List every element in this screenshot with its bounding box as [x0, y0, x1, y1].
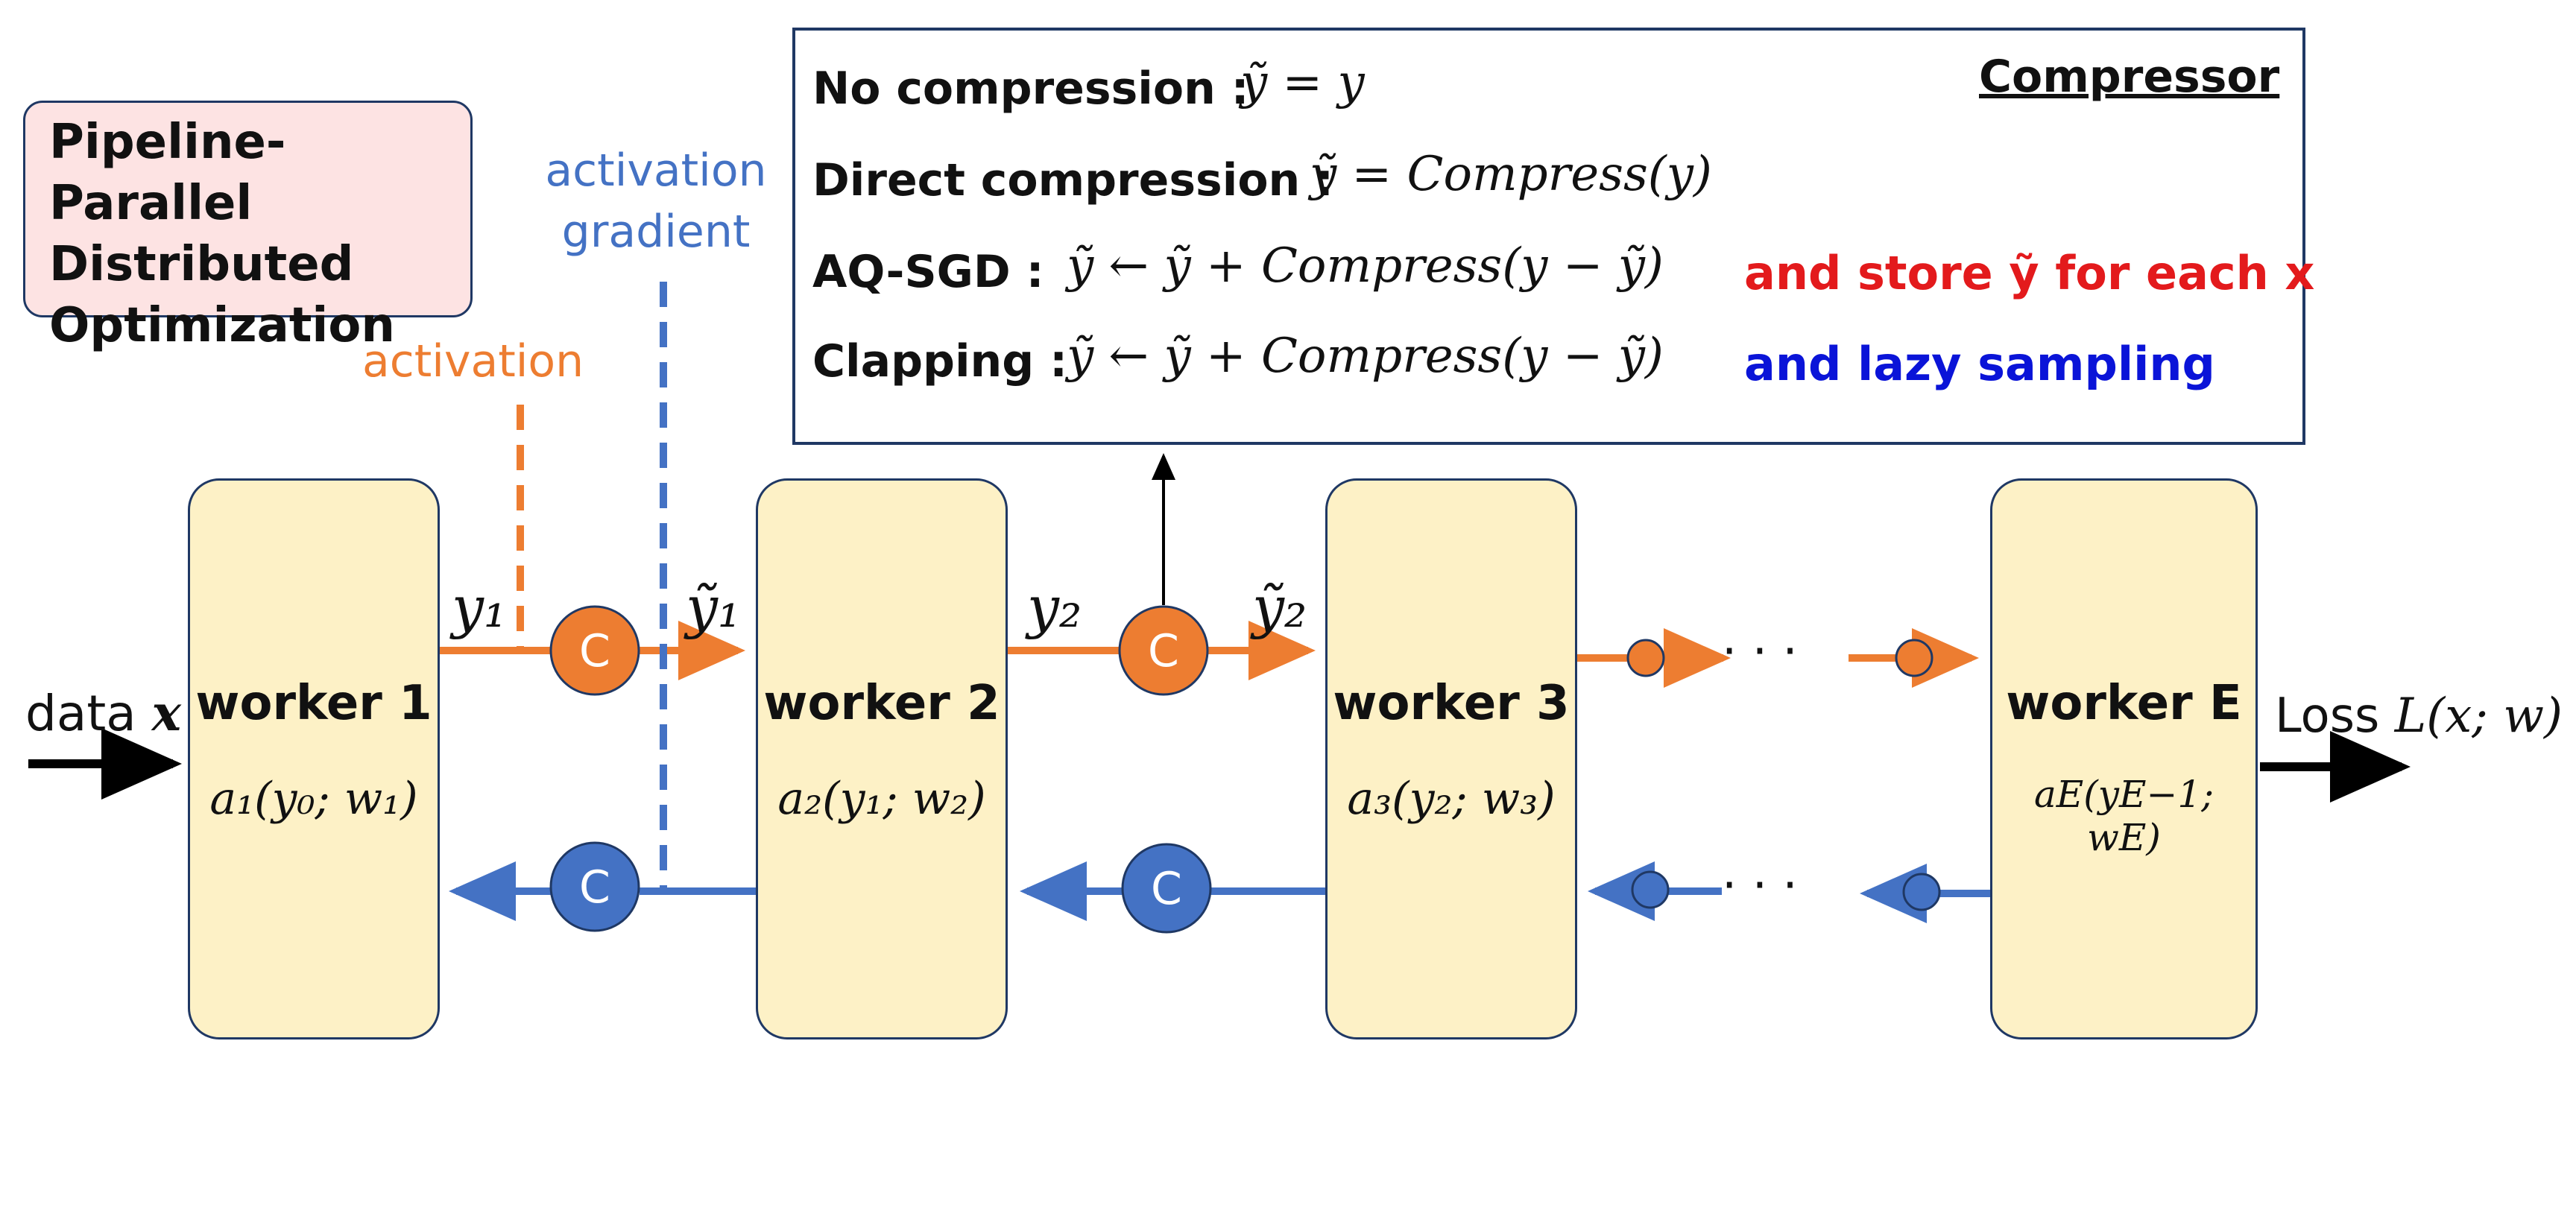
worker-function: a₂(y₁; w₂) [777, 773, 986, 825]
worker-function: aE(yE−1; wE) [2033, 773, 2214, 859]
compress-node-backward-1 [549, 841, 640, 932]
clapping-note: and lazy sampling [1744, 337, 2215, 391]
backward-dot-we [1902, 873, 1941, 911]
compress-node-forward-1 [549, 605, 640, 696]
forward-dot-we [1895, 639, 1933, 677]
activation-gradient-label: activation gradient [545, 145, 767, 258]
worker-1: worker 1 a₁(y₀; w₁) [188, 478, 440, 1039]
compressor-row-label: AQ-SGD : [812, 246, 1044, 298]
activation-label: activation [362, 335, 584, 387]
signal-y2: y₂ [1027, 574, 1082, 640]
worker-name: worker 3 [1333, 676, 1570, 731]
backward-dot-w3 [1631, 870, 1670, 909]
compressor-row-label: Clapping : [812, 335, 1068, 387]
compressor-row-label: Direct compression : [812, 154, 1334, 206]
compress-node-forward-2 [1118, 605, 1209, 696]
compress-node-backward-2 [1121, 843, 1212, 934]
worker-2: worker 2 a₂(y₁; w₂) [756, 478, 1008, 1039]
compress-node-label-f1: C [579, 625, 610, 677]
data-input-label: data x [25, 684, 181, 742]
loss-expression: L(x; w) [2394, 689, 2563, 744]
compress-node-label-b2: C [1151, 863, 1182, 915]
info-box [23, 101, 473, 317]
compressor-row-math: ỹ ← ỹ + Compress(y − ỹ) [1067, 329, 1664, 384]
aq-sgd-note: and store ỹ for each x [1744, 246, 2315, 300]
loss-output-label: Loss L(x; w) [2275, 689, 2563, 744]
compress-node-label-f2: C [1148, 625, 1179, 677]
compressor-row-math: ỹ = Compress(y) [1310, 147, 1712, 202]
forward-ellipsis: · · · [1722, 624, 1798, 680]
compressor-box [792, 28, 2305, 445]
compressor-row-label: No compression : [812, 63, 1249, 115]
compressor-title: Compressor [1979, 51, 2280, 103]
data-label: data [25, 685, 136, 742]
signal-y2-tilde: ỹ₂ [1252, 574, 1307, 640]
worker-3: worker 3 a₃(y₂; w₃) [1325, 478, 1577, 1039]
worker-name: worker 2 [763, 676, 1000, 731]
loss-label: Loss [2275, 689, 2380, 744]
worker-name: worker 1 [195, 676, 432, 731]
data-variable: x [151, 684, 182, 742]
worker-e: worker E aE(yE−1; wE) [1990, 478, 2258, 1039]
forward-dot-w3 [1626, 639, 1665, 677]
signal-y1-tilde: ỹ₁ [686, 574, 741, 640]
info-box-title: Pipeline-Parallel Distributed Optimizati… [49, 115, 395, 353]
compress-node-label-b1: C [579, 861, 610, 914]
worker-name: worker E [2006, 676, 2242, 731]
worker-function: a₃(y₂; w₃) [1347, 773, 1556, 825]
compressor-row-math: ỹ = y [1240, 55, 1365, 110]
compressor-row-math: ỹ ← ỹ + Compress(y − ỹ) [1067, 238, 1664, 294]
signal-y1: y₁ [452, 574, 507, 640]
backward-ellipsis: · · · [1722, 858, 1798, 914]
worker-function: a₁(y₀; w₁) [209, 773, 418, 825]
